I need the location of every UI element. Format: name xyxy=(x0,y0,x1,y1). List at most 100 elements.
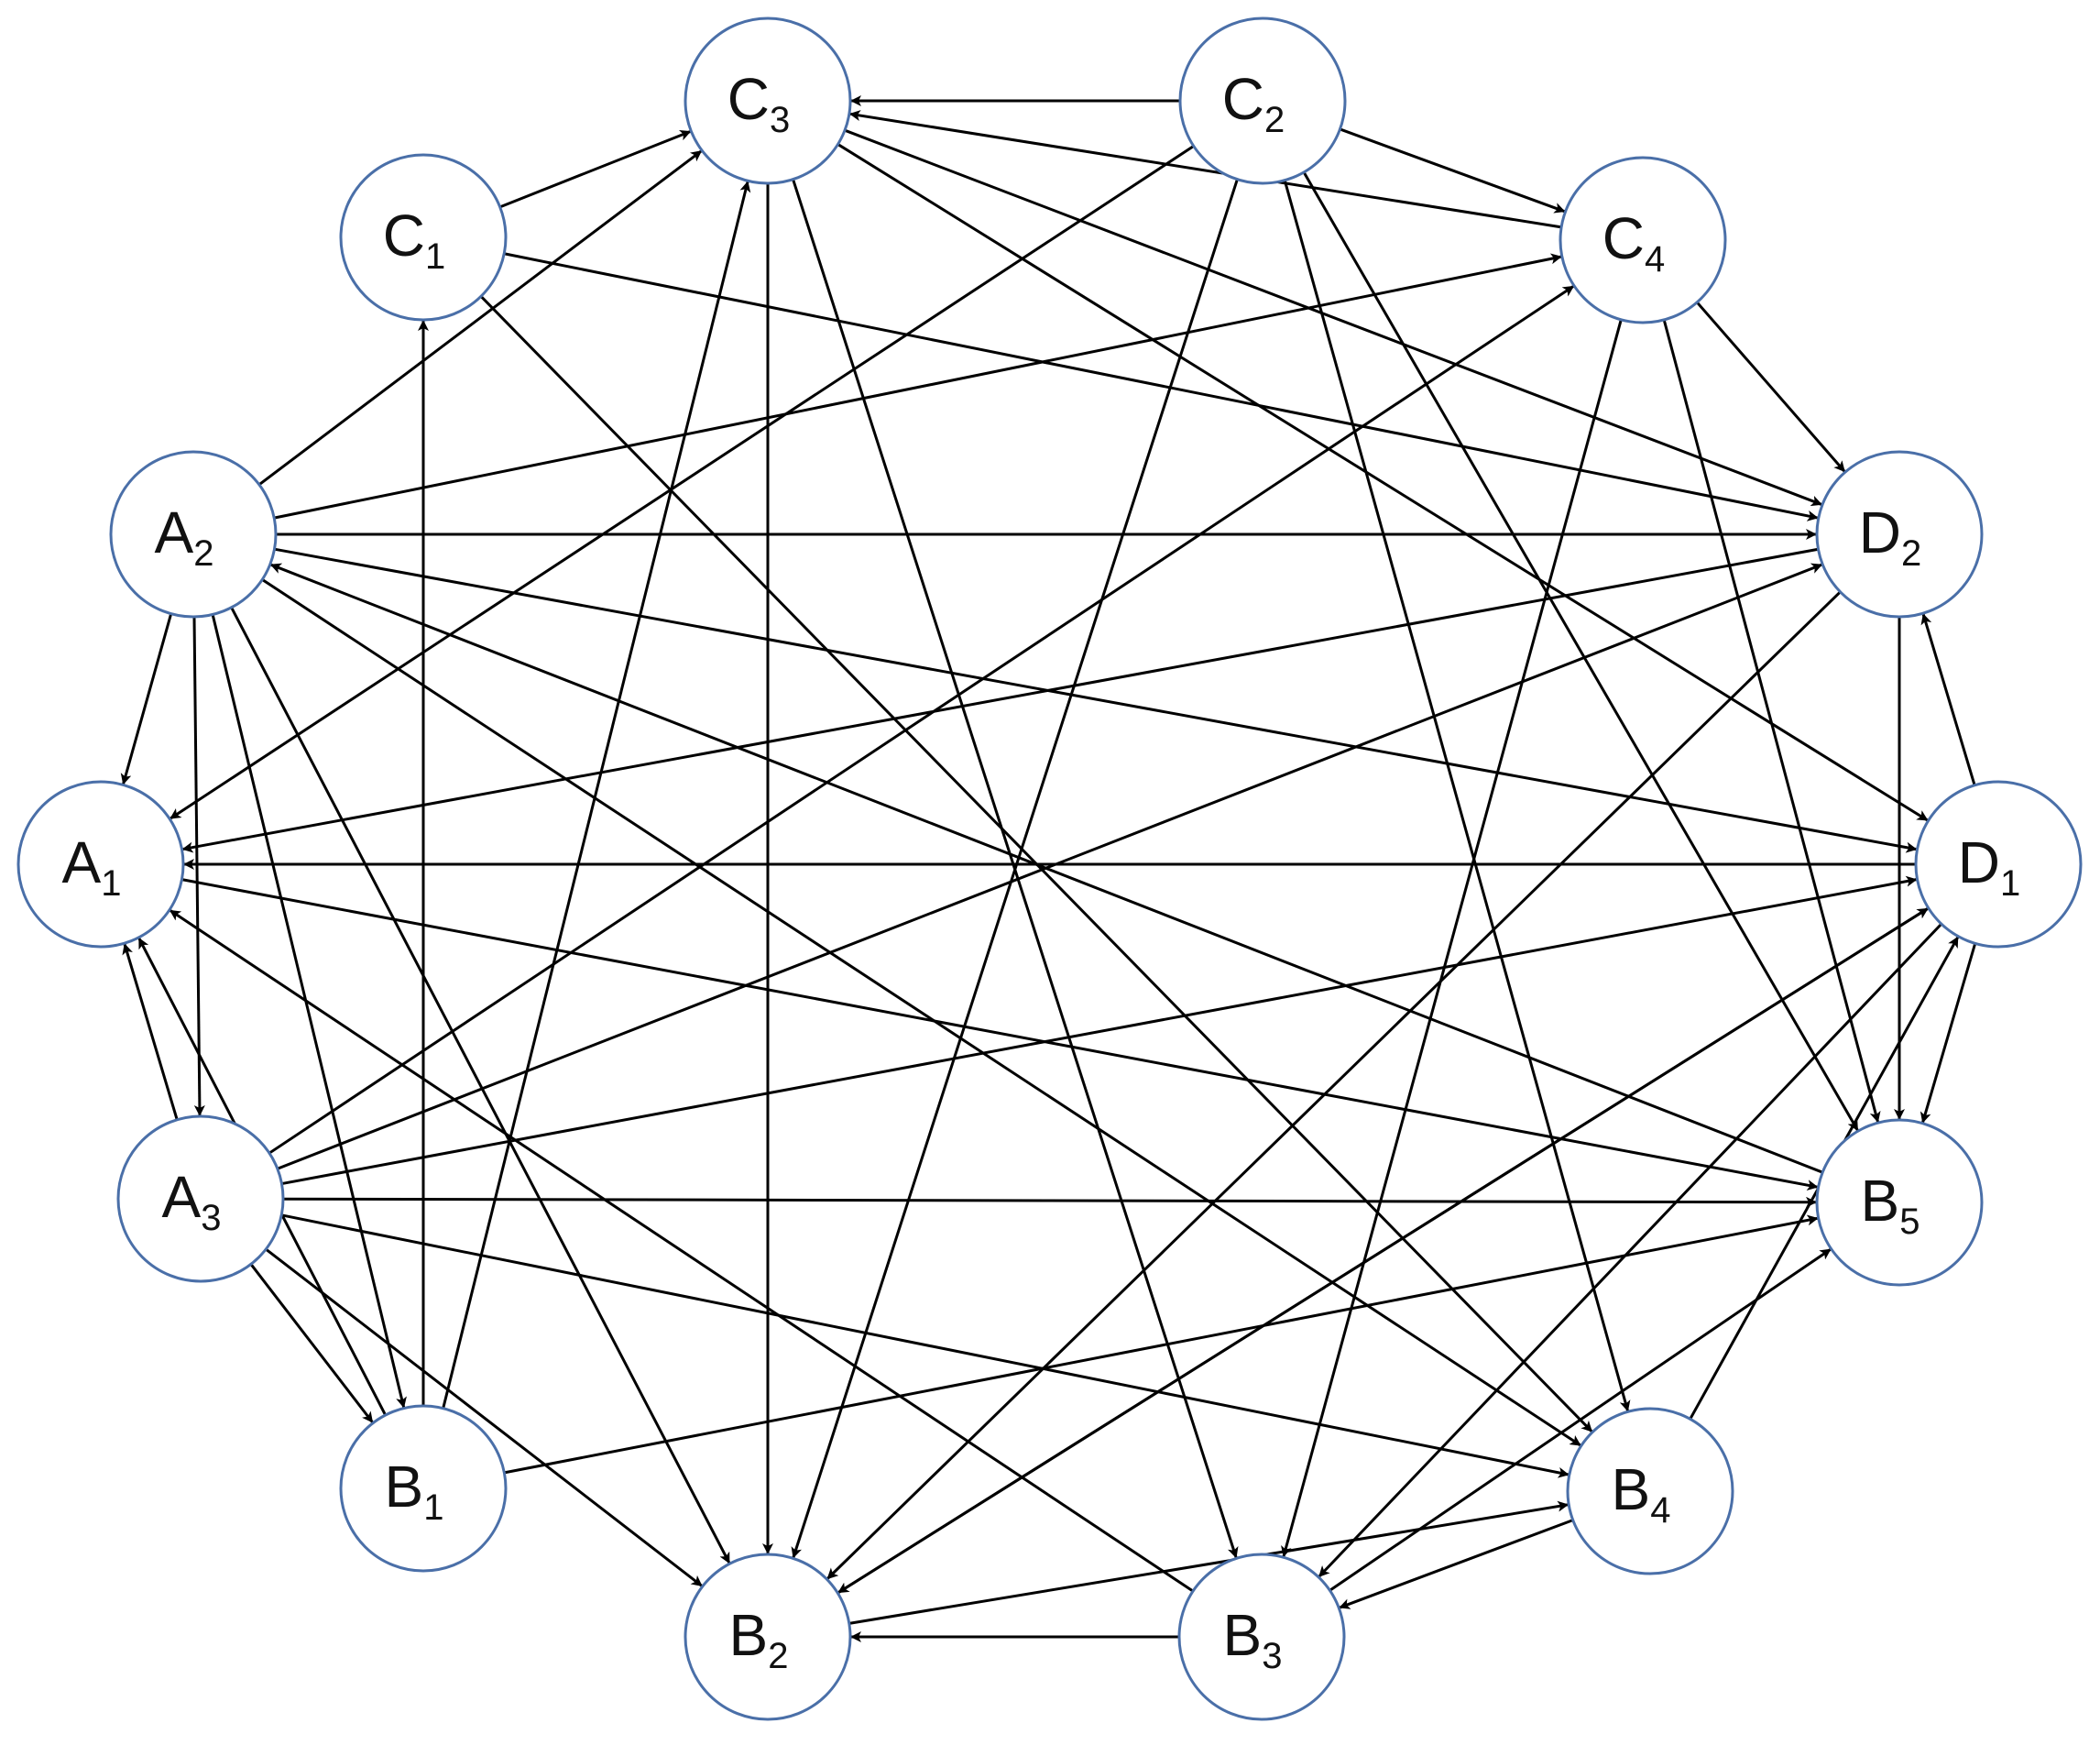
node-circle xyxy=(1178,16,1347,185)
node-letter: C xyxy=(1602,205,1645,271)
node-label: C1 xyxy=(383,203,445,277)
node-d2: D2 xyxy=(1815,450,1984,619)
node-label: D1 xyxy=(1958,829,2020,904)
edge-c1-to-d2 xyxy=(503,252,1819,521)
node-circle xyxy=(1177,1553,1346,1721)
edge-b2-to-b4 xyxy=(848,1500,1570,1625)
edge-a3-to-b1 xyxy=(249,1263,374,1423)
node-b2: B2 xyxy=(684,1553,852,1721)
node-label: B3 xyxy=(1223,1602,1283,1676)
edge-c3-to-d1 xyxy=(837,143,1929,822)
node-subscript: 4 xyxy=(1650,1490,1670,1531)
edge-a3-to-a1 xyxy=(122,943,179,1121)
edge-a3-to-c4 xyxy=(268,285,1575,1155)
edge-c3-to-d2 xyxy=(844,128,1822,507)
node-letter: C xyxy=(1222,66,1264,132)
node-circle xyxy=(339,153,508,322)
edge-a2-to-d1 xyxy=(274,547,1918,853)
edge-b3-to-a1 xyxy=(169,909,1194,1593)
edge-c2-to-b5 xyxy=(1302,171,1859,1132)
edge-d1-to-d2 xyxy=(1920,613,1976,786)
edge-b2-to-d1 xyxy=(837,907,1929,1595)
edge-d1-to-b5 xyxy=(1920,942,1977,1124)
node-c4: C4 xyxy=(1559,156,1727,324)
node-subscript: 2 xyxy=(1264,100,1285,140)
edge-a3-to-b2 xyxy=(265,1247,703,1587)
edge-b3-to-b5 xyxy=(1329,1247,1832,1592)
edge-c4-to-b5 xyxy=(1662,319,1881,1124)
node-circle xyxy=(339,1404,508,1573)
edge-a2-to-c4 xyxy=(273,253,1562,520)
node-circle xyxy=(684,16,852,185)
node-circle xyxy=(116,1114,285,1283)
node-subscript: 1 xyxy=(425,236,445,277)
node-letter: B xyxy=(385,1454,424,1520)
node-subscript: 1 xyxy=(101,863,121,904)
edge-c4-to-c3 xyxy=(848,110,1562,229)
node-c1: C1 xyxy=(339,153,508,322)
node-label: C2 xyxy=(1222,66,1285,140)
node-label: A2 xyxy=(155,499,214,574)
node-a3: A3 xyxy=(116,1114,285,1283)
node-circle xyxy=(1815,1118,1984,1287)
edge-c2-to-a1 xyxy=(170,145,1195,820)
edge-c2-to-b4 xyxy=(1283,180,1631,1412)
edge-b4-to-b3 xyxy=(1339,1519,1574,1609)
node-label: B1 xyxy=(385,1454,444,1528)
edge-c2-to-c4 xyxy=(1339,127,1566,214)
edge-a2-to-c3 xyxy=(257,149,703,486)
node-circle xyxy=(109,450,278,619)
edge-a2-to-b2 xyxy=(230,607,731,1564)
node-label: B4 xyxy=(1612,1456,1671,1531)
node-circle xyxy=(1559,156,1727,324)
edge-b5-to-a2 xyxy=(269,563,1823,1174)
edge-d1-to-b3 xyxy=(1318,923,1942,1578)
edge-c4-to-b3 xyxy=(1281,319,1623,1558)
node-circle xyxy=(1815,450,1984,619)
node-b5: B5 xyxy=(1815,1118,1984,1287)
node-a1: A1 xyxy=(16,780,185,949)
node-letter: A xyxy=(162,1164,202,1230)
edge-a3-to-b5 xyxy=(282,1196,1818,1208)
node-label: A3 xyxy=(162,1164,222,1238)
node-letter: A xyxy=(62,829,102,895)
edge-c4-to-d2 xyxy=(1696,301,1846,473)
node-c3: C3 xyxy=(684,16,852,185)
node-b1: B1 xyxy=(339,1404,508,1573)
edge-c1-to-c3 xyxy=(499,129,692,209)
node-circle xyxy=(1914,780,2083,949)
edge-b1-to-b5 xyxy=(504,1214,1819,1475)
node-subscript: 4 xyxy=(1645,239,1665,280)
edge-a2-to-a3 xyxy=(192,616,205,1117)
node-letter: B xyxy=(1861,1168,1900,1234)
node-subscript: 2 xyxy=(193,533,213,574)
node-subscript: 2 xyxy=(768,1636,788,1676)
edge-d2-to-b2 xyxy=(826,590,1842,1580)
node-subscript: 1 xyxy=(423,1487,443,1528)
node-c2: C2 xyxy=(1178,16,1347,185)
node-b4: B4 xyxy=(1566,1407,1734,1575)
node-circle xyxy=(684,1553,852,1721)
node-letter: D xyxy=(1958,829,2000,895)
node-a2: A2 xyxy=(109,450,278,619)
edge-a3-to-d1 xyxy=(281,875,1918,1186)
node-letter: C xyxy=(383,203,425,269)
edge-a2-to-a1 xyxy=(120,613,173,785)
edge-a1-to-b5 xyxy=(181,878,1819,1191)
node-subscript: 5 xyxy=(1899,1202,1920,1242)
edge-a3-to-d2 xyxy=(277,563,1823,1170)
edge-b1-to-c3 xyxy=(442,181,751,1410)
node-subscript: 3 xyxy=(1262,1636,1282,1676)
node-circle xyxy=(1566,1407,1734,1575)
node-subscript: 3 xyxy=(201,1198,221,1238)
node-subscript: 3 xyxy=(770,100,790,140)
node-letter: A xyxy=(155,499,194,565)
node-circle xyxy=(16,780,185,949)
node-label: A1 xyxy=(62,829,122,904)
node-letter: D xyxy=(1859,499,1901,565)
edge-c3-to-b3 xyxy=(792,179,1239,1559)
node-label: B2 xyxy=(729,1602,789,1676)
node-letter: C xyxy=(727,66,770,132)
